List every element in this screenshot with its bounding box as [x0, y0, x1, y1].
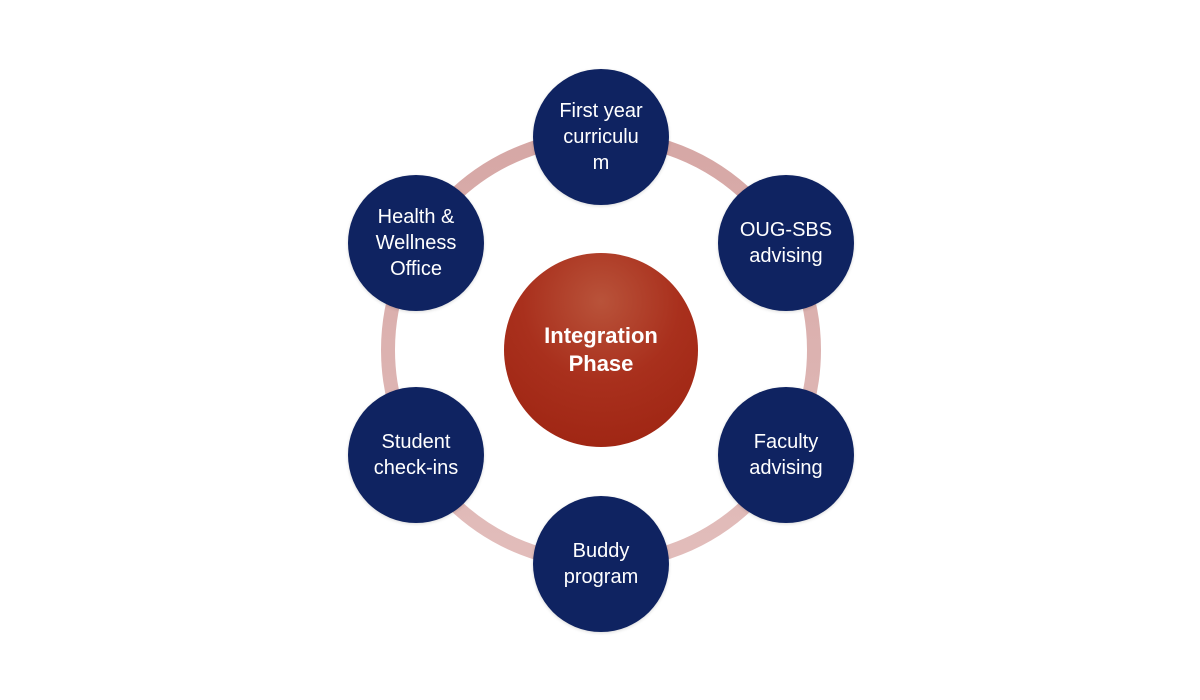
node-label: OUG-SBS advising [739, 219, 833, 267]
node-label: Faculty advising [749, 431, 823, 479]
node-label: Health & Wellness Office [375, 206, 457, 280]
node-oug-sbs-advising: OUG-SBS advising [718, 175, 854, 311]
node-faculty-advising: Faculty advising [718, 387, 854, 523]
node-first-year-curriculum: First year curriculu m [533, 69, 669, 205]
node-health-wellness-office: Health & Wellness Office [348, 175, 484, 311]
node-buddy-program: Buddy program [533, 496, 669, 632]
node-label: Buddy program [563, 540, 639, 588]
node-label: Student check-ins [373, 431, 459, 479]
node-label: First year curriculu m [559, 100, 643, 174]
node-student-check-ins: Student check-ins [348, 387, 484, 523]
center-circle: Integration Phase [504, 253, 698, 447]
center-label: Integration Phase [544, 323, 658, 376]
